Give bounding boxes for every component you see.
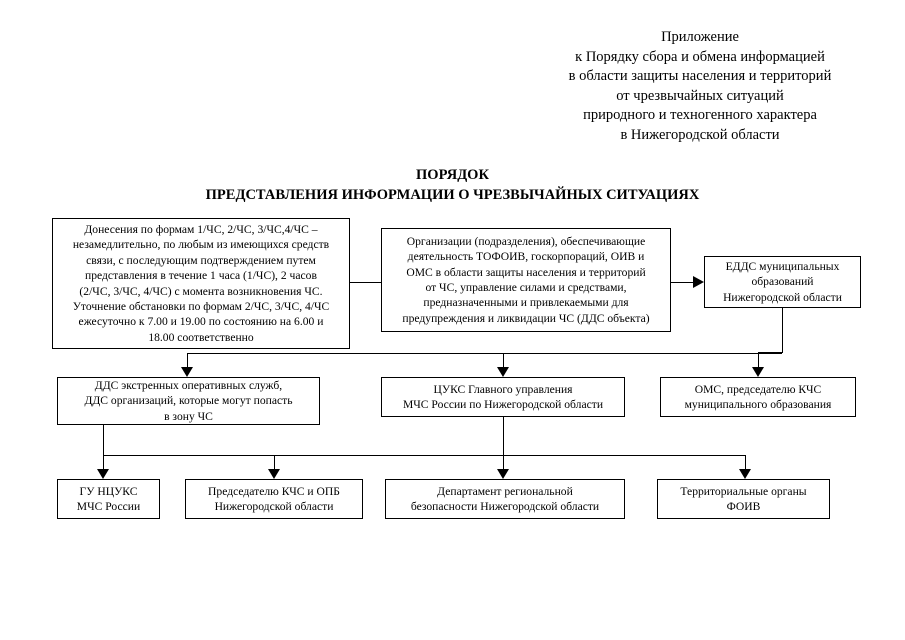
header-line-2: к Порядку сбора и обмена информацией [575,48,825,65]
connector-eddc-bus [758,352,783,353]
gu-ncuks-box: ГУ НЦУКС МЧС России [57,479,160,519]
organizacii-line-5: предназначенными и привлекаемыми для [423,296,629,310]
territorialnye-line-2: ФОИВ [726,500,761,513]
connector-eddc-to-oms-drop [758,352,759,368]
organizacii-line-3: ОМС в области защиты населения и террито… [406,265,646,279]
predsedatel-line-1: Председателю КЧС и ОПБ [208,484,340,498]
arrow-bus-to-gu-ncuks-head [97,469,109,479]
departament-box: Департамент региональной безопасности Ни… [385,479,625,519]
organizacii-line-6: предупреждения и ликвидации ЧС (ДДС объе… [402,311,650,325]
connector-bus-to-territorialnye [745,455,746,470]
organizacii-line-1: Организации (подразделения), обеспечиваю… [406,234,646,248]
connector-bus-to-predsedatel [274,455,275,470]
connector-bus-to-departament [503,455,504,470]
page-title-line-1: ПОРЯДОК [416,167,489,183]
connector-bus-to-dds [187,353,188,368]
departament-line-2: безопасности Нижегородской области [410,500,600,513]
organizacii-line-4: от ЧС, управление силами и средствами, [425,281,627,294]
arrow-bus-to-territorialnye-head [739,469,751,479]
territorialnye-line-1: Территориальные органы [680,484,807,498]
connector-bus-to-cuks [503,353,504,368]
header-line-3: в области защиты населения и территорий [568,68,832,84]
gu-ncuks-line-1: ГУ НЦУКС [79,484,138,498]
donesenia-line-1: Донесения по формам 1/ЧС, 2/ЧС, 3/ЧС,4/Ч… [84,222,318,236]
header-line-4: от чрезвычайных ситуаций [616,87,784,104]
connector-donesenia-to-organizacii [350,282,381,283]
document-header: Приложение к Порядку сбора и обмена инфо… [520,28,880,145]
cuks-box: ЦУКС Главного управления МЧС России по Н… [381,377,625,417]
donesenia-line-5: (2/ЧС, 3/ЧС, 4/ЧС) с момента возникновен… [79,284,323,298]
header-line-5: природного и техногенного характера [583,107,817,123]
donesenia-line-8: 18.00 соответственно [148,330,254,344]
dds-line-1: ДДС экстренных оперативных служб, [94,378,283,392]
arrow-bus-to-dds-head [181,367,193,377]
header-line-6: в Нижегородской области [620,126,780,143]
organizacii-line-2: деятельность ТОФОИВ, госкорпораций, ОИВ … [407,250,645,264]
donesenia-box: Донесения по формам 1/ЧС, 2/ЧС, 3/ЧС,4/Ч… [52,218,350,349]
donesenia-line-4: представления в течение 1 часа (1/ЧС), 2… [85,269,317,283]
arrow-bus-to-cuks-head [497,367,509,377]
connector-dds-down [103,425,104,455]
dds-line-2: ДДС организаций, которые могут попасть [84,394,293,408]
eddc-line-3: Нижегородской области [723,290,842,304]
donesenia-line-7: ежесуточно к 7.00 и 19.00 по состоянию н… [78,315,324,329]
predsedatel-kchs-box: Председателю КЧС и ОПБ Нижегородской обл… [185,479,363,519]
donesenia-line-3: связи, с последующим подтверждением путе… [86,253,316,267]
arrow-bus-to-departament-head [497,469,509,479]
eddc-line-2: образований [751,275,814,289]
connector-row1-row2-bus [187,353,782,354]
arrow-eddc-to-oms-head [752,367,764,377]
connector-row2-row3-bus [103,455,745,456]
eddc-line-1: ЕДДС муниципальных [725,259,840,273]
oms-line-2: муниципального образования [684,398,832,411]
donesenia-line-2: незамедлительно, по любым из имеющихся с… [72,238,330,252]
territorialnye-organy-box: Территориальные органы ФОИВ [657,479,830,519]
connector-bus-to-gu-ncuks [103,455,104,470]
predsedatel-line-2: Нижегородской области [214,500,334,513]
cuks-line-1: ЦУКС Главного управления [433,382,573,396]
departament-line-1: Департамент региональной [437,484,573,498]
cuks-line-2: МЧС России по Нижегородской области [402,398,604,411]
arrow-organizacii-to-eddc-head [693,276,704,288]
connector-cuks-down [503,417,504,455]
page-title-line-2: ПРЕДСТАВЛЕНИЯ ИНФОРМАЦИИ О ЧРЕЗВЫЧАЙНЫХ … [205,187,700,203]
page-title: ПОРЯДОК ПРЕДСТАВЛЕНИЯ ИНФОРМАЦИИ О ЧРЕЗВ… [0,165,905,205]
oms-box: ОМС, председателю КЧС муниципального обр… [660,377,856,417]
donesenia-line-6: Уточнение обстановки по формам 2/ЧС, 3/Ч… [72,299,330,313]
eddc-box: ЕДДС муниципальных образований Нижегород… [704,256,861,308]
dds-line-3: в зону ЧС [164,409,213,423]
arrow-bus-to-predsedatel-head [268,469,280,479]
connector-eddc-down [782,308,783,353]
oms-line-1: ОМС, председателю КЧС [694,382,822,396]
organizacii-box: Организации (подразделения), обеспечиваю… [381,228,671,332]
gu-ncuks-line-2: МЧС России [76,500,141,513]
connector-organizacii-to-eddc [671,282,693,283]
dds-box: ДДС экстренных оперативных служб, ДДС ор… [57,377,320,425]
header-line-1: Приложение [661,29,739,45]
